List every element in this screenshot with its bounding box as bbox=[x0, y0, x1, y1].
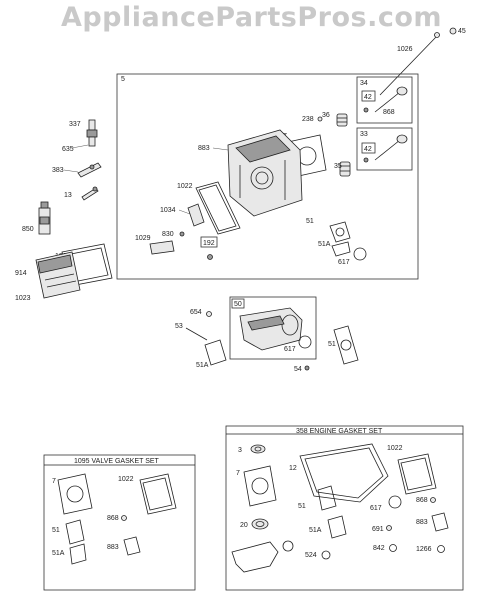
manifold-bolt-part[interactable] bbox=[185, 327, 208, 341]
inset-box-192-label: 192 bbox=[203, 240, 215, 247]
callout-1023: 1023 bbox=[15, 295, 31, 302]
callout-1034: 1034 bbox=[160, 207, 176, 214]
callout-337: 337 bbox=[69, 121, 81, 128]
callout-51-valve-set: 51 bbox=[52, 527, 60, 534]
stud-part[interactable] bbox=[81, 186, 99, 201]
callout-51A-main: 51A bbox=[318, 241, 331, 248]
inset-box-192 bbox=[200, 236, 218, 248]
spark-plug-part[interactable] bbox=[86, 119, 98, 147]
main-box-number: 5 bbox=[121, 76, 125, 83]
callout-830: 830 bbox=[162, 231, 174, 238]
callout-51A-valve-set: 51A bbox=[52, 550, 65, 557]
callout-524: 524 bbox=[305, 552, 317, 559]
exhaust-gasket-valve-set-part[interactable] bbox=[69, 543, 87, 565]
callout-868-engine-set: 868 bbox=[416, 497, 428, 504]
intake-gasket-main-part[interactable] bbox=[329, 221, 351, 243]
valve-cover-gasket-engine-set-part[interactable] bbox=[397, 453, 437, 495]
callout-850: 850 bbox=[22, 226, 34, 233]
inset-box-33 bbox=[356, 127, 413, 171]
inset-box-34-label: 34 bbox=[360, 80, 368, 87]
callout-7-valve-set: 7 bbox=[52, 478, 56, 485]
valve-spring-lower-part[interactable] bbox=[339, 161, 351, 177]
callout-691: 691 bbox=[372, 526, 384, 533]
manifold-gasket-part[interactable] bbox=[204, 339, 227, 366]
valve-cover-part[interactable] bbox=[35, 251, 81, 299]
engine-gasket-set-title: 358 ENGINE GASKET SET bbox=[296, 428, 383, 435]
callout-54: 54 bbox=[294, 366, 302, 373]
head-cover-gasket-part[interactable] bbox=[195, 181, 241, 235]
intake-valve-part[interactable] bbox=[363, 86, 408, 113]
valve-gasket-set-title: 1095 VALVE GASKET SET bbox=[74, 458, 160, 465]
callout-868-valve-set: 868 bbox=[107, 515, 119, 522]
callout-53: 53 bbox=[175, 323, 183, 330]
callout-3: 3 bbox=[238, 447, 242, 454]
callout-45: 45 bbox=[458, 28, 466, 35]
seal-ring-part[interactable] bbox=[251, 518, 269, 530]
intake-manifold-box bbox=[229, 296, 317, 360]
intake-gasket-mid-part[interactable] bbox=[333, 325, 359, 365]
callout-36: 36 bbox=[322, 112, 330, 119]
cylinder-head-assembly-box bbox=[116, 73, 419, 280]
callout-842: 842 bbox=[373, 545, 385, 552]
callout-238: 238 bbox=[302, 116, 314, 123]
exhaust-valve-part[interactable] bbox=[363, 134, 408, 163]
breather-plate-part[interactable] bbox=[187, 203, 205, 227]
callout-914: 914 bbox=[15, 270, 27, 277]
head-gasket-engine-set-part[interactable] bbox=[243, 465, 277, 507]
callout-654: 654 bbox=[190, 309, 202, 316]
valve-spring-upper-part[interactable] bbox=[336, 113, 348, 127]
watermark-text: AppliancePartsPros.com bbox=[60, 2, 443, 33]
sealant-tube-part[interactable] bbox=[38, 201, 51, 235]
valve-cover-gasket-valve-set-part[interactable] bbox=[139, 473, 177, 515]
callout-1022-engine-set: 1022 bbox=[387, 445, 403, 452]
engine-gasket-set-box bbox=[225, 425, 464, 591]
oil-seal-part[interactable] bbox=[250, 444, 266, 454]
valve-gasket-set-box bbox=[43, 454, 196, 591]
callout-868-top: 868 bbox=[383, 109, 395, 116]
exhaust-gasket-main-part[interactable] bbox=[331, 241, 351, 257]
breather-tube-part[interactable] bbox=[149, 240, 175, 255]
head-gasket-valve-set-part[interactable] bbox=[57, 473, 93, 515]
inset-box-34 bbox=[356, 76, 413, 124]
callout-1022-valve-set: 1022 bbox=[118, 476, 134, 483]
callout-20: 20 bbox=[240, 522, 248, 529]
callout-13: 13 bbox=[64, 192, 72, 199]
callout-51-engine-set: 51 bbox=[298, 503, 306, 510]
callout-883-engine-set: 883 bbox=[416, 519, 428, 526]
callout-35: 35 bbox=[334, 163, 342, 170]
breather-gasket-engine-set-part[interactable] bbox=[431, 512, 449, 532]
callout-883-main: 883 bbox=[198, 145, 210, 152]
callout-635: 635 bbox=[62, 146, 74, 153]
crankcase-gasket-part[interactable] bbox=[299, 443, 389, 503]
callout-617-mid: 617 bbox=[284, 346, 296, 353]
callout-617-main: 617 bbox=[338, 259, 350, 266]
breather-gasket-valve-set-part[interactable] bbox=[123, 536, 141, 556]
callout-883-valve-set: 883 bbox=[107, 544, 119, 551]
inset-box-33-label: 33 bbox=[360, 131, 368, 138]
intake-manifold-part[interactable] bbox=[239, 307, 303, 351]
callout-1022-main: 1022 bbox=[177, 183, 193, 190]
callout-42-top: 42 bbox=[364, 94, 372, 101]
callout-12: 12 bbox=[289, 465, 297, 472]
cylinder-head-part[interactable] bbox=[227, 129, 303, 217]
callout-51A-engine-set: 51A bbox=[309, 527, 322, 534]
inset-box-50-label: 50 bbox=[234, 301, 242, 308]
callout-7-engine-set: 7 bbox=[236, 470, 240, 477]
callout-1029: 1029 bbox=[135, 235, 151, 242]
callout-51-mid: 51 bbox=[328, 341, 336, 348]
carburetor-gasket-part[interactable] bbox=[231, 540, 294, 573]
exhaust-gasket-engine-set-part[interactable] bbox=[327, 515, 347, 539]
rocker-shaft-part[interactable] bbox=[77, 162, 102, 178]
intake-gasket-engine-set-part[interactable] bbox=[317, 485, 337, 511]
callout-1266: 1266 bbox=[416, 546, 432, 553]
callout-1026: 1026 bbox=[397, 46, 413, 53]
callout-51-main: 51 bbox=[306, 218, 314, 225]
callout-51A-mid: 51A bbox=[196, 362, 209, 369]
callout-617-engine-set: 617 bbox=[370, 505, 382, 512]
callout-383: 383 bbox=[52, 167, 64, 174]
dipstick-tube-part[interactable] bbox=[379, 27, 457, 96]
callout-42-bottom: 42 bbox=[364, 146, 372, 153]
intake-gasket-valve-set-part[interactable] bbox=[65, 519, 85, 545]
